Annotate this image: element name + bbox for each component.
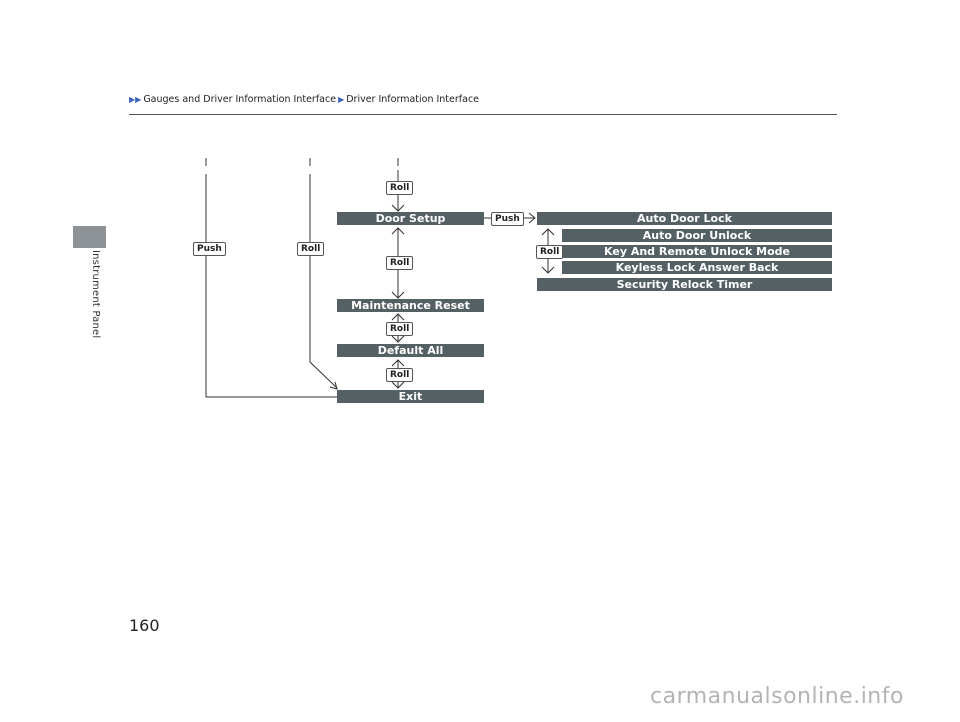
breadcrumb-current[interactable]: Driver Information Interface bbox=[346, 94, 480, 105]
door-setup-item[interactable]: Door Setup bbox=[337, 212, 484, 225]
push-tag: Push bbox=[491, 212, 524, 226]
breadcrumb-arrow-icon: ▶▶ bbox=[129, 95, 142, 104]
security-relock-item[interactable]: Security Relock Timer bbox=[537, 278, 832, 291]
arrowhead-icon bbox=[528, 212, 536, 224]
header-divider bbox=[129, 114, 837, 115]
breadcrumb-parent[interactable]: Gauges and Driver Information Interface bbox=[143, 94, 337, 105]
arrowhead-icon bbox=[391, 359, 405, 367]
roll-exit-line bbox=[309, 174, 338, 389]
section-label: Instrument Panel bbox=[90, 250, 101, 339]
arrowhead-icon bbox=[541, 266, 555, 274]
exit-item[interactable]: Exit bbox=[337, 390, 484, 403]
arrowhead-icon bbox=[391, 204, 405, 212]
auto-door-unlock-item[interactable]: Auto Door Unlock bbox=[562, 229, 832, 242]
arrowhead-icon bbox=[391, 291, 405, 299]
roll-tag: Roll bbox=[297, 242, 325, 256]
roll-tag: Roll bbox=[386, 256, 414, 270]
watermark: carmanualsonline.info bbox=[650, 684, 904, 709]
roll-tag: Roll bbox=[536, 245, 564, 259]
arrowhead-icon bbox=[391, 313, 405, 321]
section-tab bbox=[73, 226, 106, 248]
key-remote-unlock-item[interactable]: Key And Remote Unlock Mode bbox=[562, 245, 832, 258]
arrowhead-icon bbox=[541, 228, 555, 236]
roll-tag: Roll bbox=[386, 181, 414, 195]
page-number: 160 bbox=[129, 616, 160, 635]
auto-door-lock-item[interactable]: Auto Door Lock bbox=[537, 212, 832, 225]
roll-tag: Roll bbox=[386, 368, 414, 382]
breadcrumb-arrow-icon: ▶ bbox=[338, 95, 345, 104]
keyless-lock-answer-item[interactable]: Keyless Lock Answer Back bbox=[562, 261, 832, 274]
default-all-item[interactable]: Default All bbox=[337, 344, 484, 357]
arrowhead-icon bbox=[391, 335, 405, 343]
maintenance-reset-item[interactable]: Maintenance Reset bbox=[337, 299, 484, 312]
arrowhead-icon bbox=[391, 227, 405, 235]
push-tag: Push bbox=[193, 242, 226, 256]
roll-tag: Roll bbox=[386, 322, 414, 336]
push-exit-line bbox=[205, 174, 337, 398]
arrowhead-icon bbox=[391, 381, 405, 389]
arrowhead-icon bbox=[329, 381, 338, 390]
breadcrumb: ▶▶ Gauges and Driver Information Interfa… bbox=[129, 94, 479, 105]
